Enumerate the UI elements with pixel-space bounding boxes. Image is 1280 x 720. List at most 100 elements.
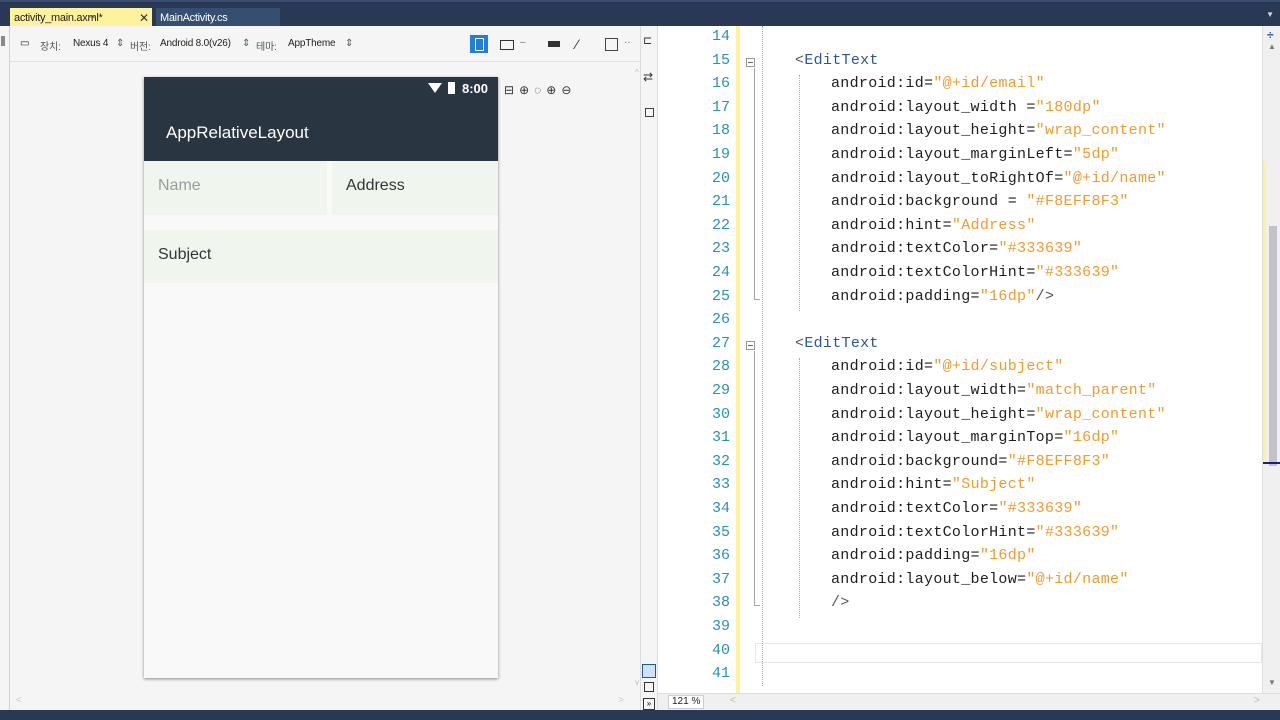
code-line: android:layout_marginTop="16dp" <box>831 429 1119 446</box>
attr-value: "@+id/name" <box>1063 169 1166 187</box>
grid-icon[interactable] <box>602 35 620 53</box>
close-icon[interactable]: ✕ <box>139 11 149 25</box>
toggle-button[interactable] <box>546 35 564 53</box>
code-line: android:background = "#F8EFF8F3" <box>831 193 1129 210</box>
zoom-in-icon[interactable]: ⊕ <box>546 83 562 97</box>
code-line: android:layout_toRightOf="@+id/name" <box>831 170 1166 187</box>
scroll-thumb[interactable] <box>1269 226 1277 466</box>
attr-value: "wrap_content" <box>1035 122 1166 140</box>
device-label: 장치: <box>40 42 61 53</box>
vertical-split-button[interactable] <box>642 664 656 678</box>
attr-value: "#F8EFF8F3" <box>1026 193 1129 211</box>
attr-value: "@+id/name" <box>1026 570 1129 588</box>
name-edittext[interactable]: Name <box>144 161 327 215</box>
split-view-icon[interactable]: ⊏ <box>643 35 653 47</box>
code-line: android:padding="16dp" <box>831 547 1036 564</box>
attr-value: "@+id/email" <box>933 75 1045 93</box>
line-number: 25 <box>711 287 730 305</box>
zoom-fit-icon[interactable]: ◌ <box>534 83 547 97</box>
line-number: 40 <box>711 641 730 659</box>
line-number: 28 <box>711 358 730 376</box>
editor-bottom-bar: 121 % < > <box>658 693 1280 710</box>
tag-close: /> <box>1035 287 1055 305</box>
line-number: 14 <box>711 28 730 45</box>
line-number: 38 <box>711 594 730 612</box>
scroll-up-icon[interactable]: ▲ <box>1268 42 1276 51</box>
code-line: android:textColorHint="#333639" <box>831 264 1119 281</box>
fold-toggle-icon[interactable] <box>746 57 755 67</box>
landscape-orientation-button[interactable] <box>498 35 516 53</box>
collapse-marker-icon[interactable] <box>1 36 5 46</box>
attr-name: android:layout_height= <box>831 405 1036 423</box>
line-number: 20 <box>711 169 730 187</box>
attr-value: "#333639" <box>998 500 1083 517</box>
tab-label: MainActivity.cs <box>160 12 228 24</box>
attr-value: "#F8EFF8F3" <box>1007 452 1111 470</box>
code-line: <EditText <box>795 335 879 352</box>
zoom-actual-icon[interactable]: ⊕ <box>519 83 535 97</box>
outline-bracket <box>754 67 760 300</box>
attr-name: android:background= <box>831 452 1008 470</box>
fold-toggle-icon[interactable] <box>746 340 755 350</box>
designer-horizontal-scrollbar[interactable]: <> <box>10 694 635 710</box>
indent-guide <box>799 75 800 312</box>
code-line: android:textColorHint="#333639" <box>831 524 1119 541</box>
indent-guide <box>799 358 800 618</box>
zoom-select[interactable]: 121 % <box>668 695 705 709</box>
scroll-left-icon[interactable]: < <box>730 695 736 706</box>
tab-activity-main[interactable]: activity_main.axml* ⊸ ✕ <box>10 8 152 28</box>
attr-name: android:background = <box>831 193 1027 211</box>
fit-icon[interactable]: ⊟ <box>504 83 520 97</box>
subject-edittext[interactable]: Subject <box>144 230 498 283</box>
outline-bracket <box>754 350 760 607</box>
status-time: 8:00 <box>462 81 489 96</box>
attr-value: "wrap_content" <box>1035 405 1166 423</box>
swap-panes-icon[interactable]: ⇄ <box>643 70 654 84</box>
attr-name: android:hint= <box>831 216 952 234</box>
line-number: 29 <box>711 382 730 399</box>
device-select[interactable]: Nexus 4 <box>73 38 109 49</box>
horizontal-split-button[interactable] <box>644 682 654 692</box>
tab-mainactivity[interactable]: MainActivity.cs <box>156 8 280 28</box>
code-line: /> <box>831 594 850 611</box>
phone-preview: 8:00 AppRelativeLayout Name Address Subj… <box>144 77 498 678</box>
attr-value: "#333639" <box>1035 523 1120 541</box>
theme-select[interactable]: AppTheme <box>288 38 336 49</box>
scroll-down-icon[interactable]: ▼ <box>1268 678 1276 687</box>
line-number: 24 <box>711 264 730 281</box>
tab-overflow-icon[interactable]: ▼ <box>1266 10 1274 19</box>
portrait-orientation-button[interactable] <box>470 35 488 53</box>
device-icon: ▭ <box>20 38 30 49</box>
code-line: android:id="@+id/subject" <box>831 358 1064 375</box>
scroll-down-icon[interactable]: v <box>635 678 639 687</box>
overflow-icon[interactable]: ·· <box>624 37 631 48</box>
scroll-right-icon[interactable]: > <box>1254 695 1260 706</box>
code-line: android:layout_width="match_parent" <box>831 382 1157 399</box>
attr-name: android:id= <box>831 75 934 93</box>
scroll-left-icon[interactable]: < <box>16 695 22 706</box>
attr-name: android:textColorHint= <box>831 264 1036 281</box>
email-edittext[interactable]: Address <box>332 161 498 215</box>
line-number: 26 <box>711 311 730 329</box>
designer-toolbar: ▭ 장치: Nexus 4 ⇕ 버전: Android 8.0(v26) ⇕ 테… <box>10 26 668 62</box>
split-window-icon[interactable]: ÷ <box>1267 28 1274 42</box>
chevron-updown-icon: ⇕ <box>242 38 251 49</box>
line-number: 16 <box>711 75 730 93</box>
attr-name: android:layout_marginTop= <box>831 429 1064 447</box>
attr-name: android:layout_height= <box>831 122 1036 140</box>
editor-vertical-scrollbar[interactable]: ÷ ▲ ▼ <box>1262 26 1280 693</box>
scroll-right-icon[interactable]: > <box>618 695 624 706</box>
pin-icon[interactable]: ⊸ <box>88 12 97 23</box>
zoom-out-icon[interactable]: ⊖ <box>561 83 577 97</box>
version-select[interactable]: Android 8.0(v26) <box>160 38 231 49</box>
brush-icon[interactable]: ⁄ <box>575 36 579 52</box>
line-number: 41 <box>711 665 730 683</box>
expand-pane-button[interactable]: » <box>643 698 655 710</box>
line-number: 27 <box>711 334 730 352</box>
attr-name: android:padding= <box>831 547 980 565</box>
collapse-pane-icon[interactable] <box>645 108 654 117</box>
line-number: 18 <box>711 122 730 140</box>
scroll-up-icon[interactable]: ^ <box>635 68 639 77</box>
